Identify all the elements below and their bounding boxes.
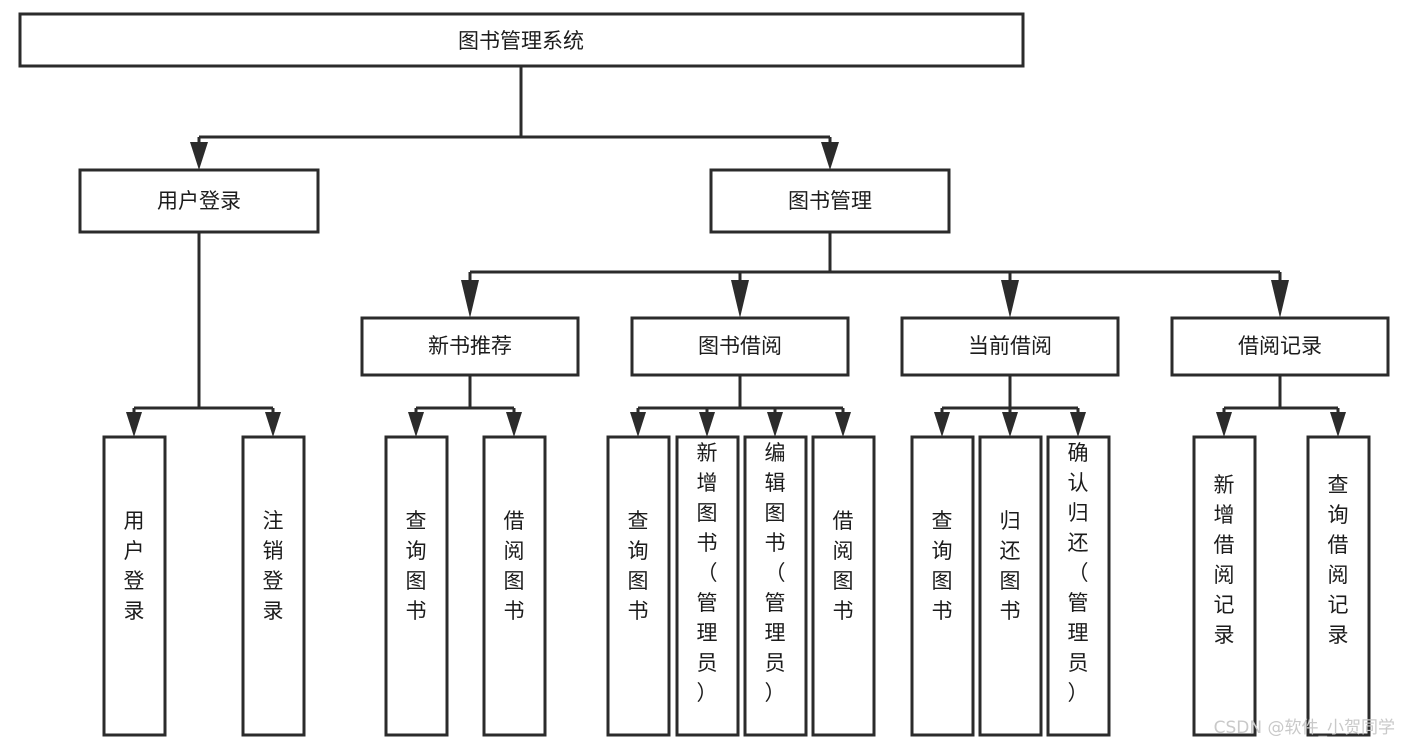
node-new-book-rec-label: 新书推荐	[428, 334, 512, 358]
leaf-edit-book-box[interactable]	[743, 435, 808, 737]
arrow-head-leaf-user-login	[126, 412, 142, 437]
node-root[interactable]: 图书管理系统	[18, 12, 1025, 68]
arrow-head-new-book-rec	[461, 280, 479, 318]
node-book-manage[interactable]: 图书管理	[709, 168, 951, 234]
leaf-borrow-book-2[interactable]: 借阅图书	[811, 435, 876, 737]
leaf-add-record-box[interactable]	[1192, 435, 1257, 737]
leaf-query-book-1-label: 查询图书	[406, 509, 427, 623]
arrow-head-leaf-user-logout	[265, 412, 281, 437]
csdn-watermark: CSDN @软件_小贺同学	[1214, 718, 1395, 738]
arrow-head-leaf-borrow-book-1	[506, 412, 522, 437]
arrow-head-leaf-return-book	[1002, 412, 1018, 437]
arrow-head-leaf-query-book-2	[630, 412, 646, 437]
leaf-confirm-return[interactable]: 确认归还（管理员）	[1046, 435, 1111, 737]
connector-layer	[126, 66, 1346, 437]
leaf-return-book-box[interactable]	[978, 435, 1043, 737]
leaf-add-record[interactable]: 新增借阅记录	[1192, 435, 1257, 737]
leaf-confirm-return-label: 确认归还（管理员）	[1068, 441, 1089, 705]
node-new-book-rec-box[interactable]	[360, 316, 580, 377]
node-new-book-rec[interactable]: 新书推荐	[360, 316, 580, 377]
arrow-head-leaf-confirm-return	[1070, 412, 1086, 437]
leaf-query-record-box[interactable]	[1306, 435, 1371, 737]
leaf-user-logout[interactable]: 注销登录	[241, 435, 306, 737]
node-book-manage-label: 图书管理	[788, 189, 872, 213]
node-root-box[interactable]	[18, 12, 1025, 68]
leaf-add-record-label: 新增借阅记录	[1214, 473, 1235, 647]
leaf-query-record[interactable]: 查询借阅记录	[1306, 435, 1371, 737]
leaf-query-book-1-box[interactable]	[384, 435, 449, 737]
node-borrow-record-label: 借阅记录	[1238, 334, 1322, 358]
node-book-borrow[interactable]: 图书借阅	[630, 316, 850, 377]
leaf-query-book-3-label: 查询图书	[932, 509, 953, 623]
node-current-borrow-box[interactable]	[900, 316, 1120, 377]
node-book-manage-box[interactable]	[709, 168, 951, 234]
leaf-borrow-book-2-box[interactable]	[811, 435, 876, 737]
arrow-head-book-borrow	[731, 280, 749, 318]
arrow-head-borrow-record	[1271, 280, 1289, 318]
leaf-query-book-3[interactable]: 查询图书	[910, 435, 975, 737]
leaf-query-book-2-label: 查询图书	[628, 509, 649, 623]
arrow-head-leaf-query-record	[1330, 412, 1346, 437]
leaf-borrow-book-1-label: 借阅图书	[504, 509, 525, 623]
leaf-user-login-label: 用户登录	[124, 509, 145, 623]
arrow-head-current-borrow	[1001, 280, 1019, 318]
node-borrow-record[interactable]: 借阅记录	[1170, 316, 1390, 377]
leaf-query-record-label: 查询借阅记录	[1328, 473, 1349, 647]
leaf-user-login[interactable]: 用户登录	[102, 435, 167, 737]
leaf-borrow-book-1[interactable]: 借阅图书	[482, 435, 547, 737]
node-book-borrow-label: 图书借阅	[698, 334, 782, 358]
node-user-login[interactable]: 用户登录	[78, 168, 320, 234]
arrow-head-leaf-borrow-book-2	[835, 412, 851, 437]
leaf-return-book-label: 归还图书	[1000, 509, 1021, 623]
arrow-head-leaf-edit-book	[767, 412, 783, 437]
leaf-return-book[interactable]: 归还图书	[978, 435, 1043, 737]
leaf-user-logout-box[interactable]	[241, 435, 306, 737]
leaf-user-login-box[interactable]	[102, 435, 167, 737]
arrow-head-leaf-query-book-1	[408, 412, 424, 437]
arrow-head-leaf-add-record	[1216, 412, 1232, 437]
node-current-borrow[interactable]: 当前借阅	[900, 316, 1120, 377]
node-user-login-label: 用户登录	[157, 189, 241, 213]
arrow-head-book-manage	[821, 142, 839, 170]
arrow-head-leaf-add-book	[699, 412, 715, 437]
leaf-add-book-box[interactable]	[675, 435, 740, 737]
leaf-user-logout-label: 注销登录	[263, 509, 284, 623]
leaf-query-book-1[interactable]: 查询图书	[384, 435, 449, 737]
node-borrow-record-box[interactable]	[1170, 316, 1390, 377]
node-user-login-box[interactable]	[78, 168, 320, 234]
leaf-query-book-2[interactable]: 查询图书	[606, 435, 671, 737]
leaf-edit-book[interactable]: 编辑图书（管理员）	[743, 435, 808, 737]
arrow-head-user-login	[190, 142, 208, 170]
leaf-edit-book-label: 编辑图书（管理员）	[765, 441, 786, 705]
leaf-add-book[interactable]: 新增图书（管理员）	[675, 435, 740, 737]
leaf-query-book-2-box[interactable]	[606, 435, 671, 737]
node-book-borrow-box[interactable]	[630, 316, 850, 377]
leaf-query-book-3-box[interactable]	[910, 435, 975, 737]
node-current-borrow-label: 当前借阅	[968, 334, 1052, 358]
leaf-confirm-return-box[interactable]	[1046, 435, 1111, 737]
arrow-head-leaf-query-book-3	[934, 412, 950, 437]
node-root-label: 图书管理系统	[458, 29, 584, 53]
leaf-borrow-book-1-box[interactable]	[482, 435, 547, 737]
leaf-add-book-label: 新增图书（管理员）	[697, 441, 718, 705]
leaf-borrow-book-2-label: 借阅图书	[833, 509, 854, 623]
